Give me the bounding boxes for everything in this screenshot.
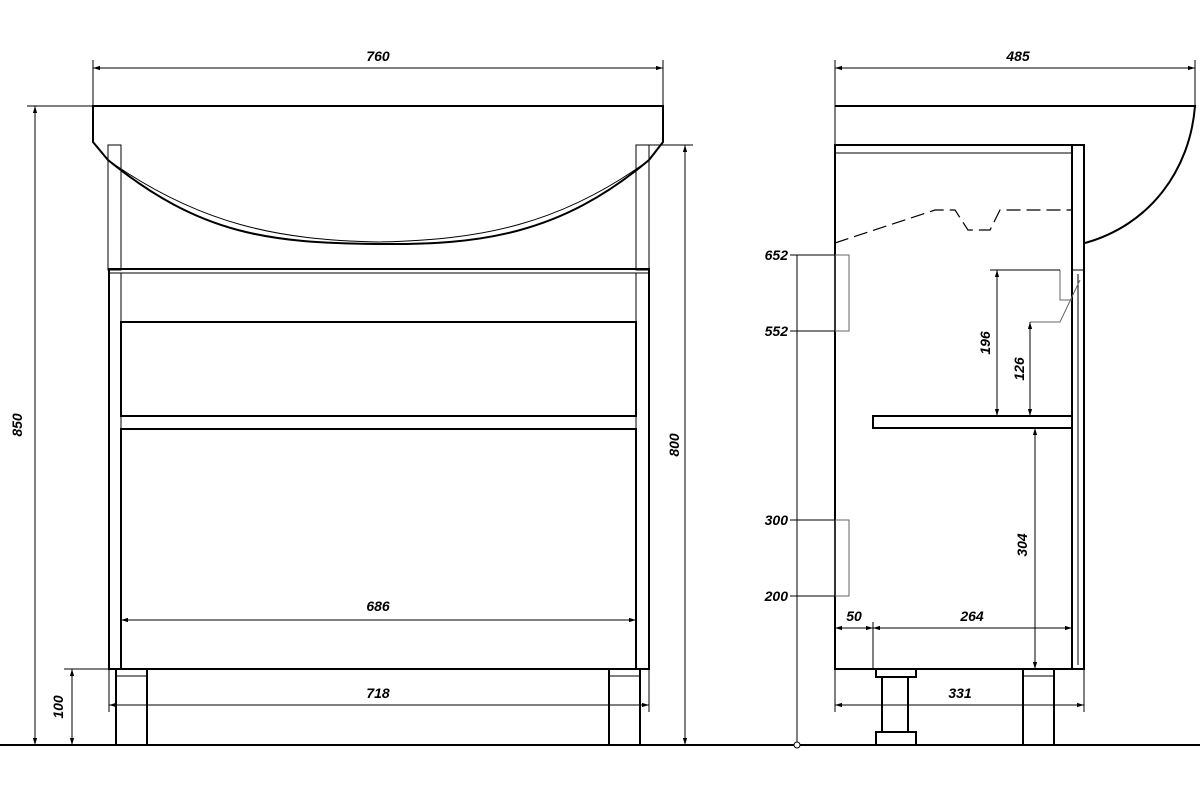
side-leg-right: [1022, 668, 1055, 746]
dim-drawer-depth: 331: [948, 685, 972, 701]
dim-inner-width: 686: [366, 598, 390, 614]
side-cabinet: [834, 144, 1073, 670]
front-view: 760 850 100 800 686 718: [9, 48, 693, 746]
mark-652: 652: [765, 247, 789, 263]
dim-base-width: 718: [366, 685, 390, 701]
side-door: [1071, 144, 1085, 670]
side-basin: [835, 105, 1197, 244]
front-drawer-bottom: [120, 428, 637, 670]
front-drawer-top: [120, 321, 637, 417]
front-basin: [92, 105, 664, 246]
dim-cabinet-height: 800: [666, 433, 682, 457]
front-leg-left: [115, 668, 148, 746]
dim-overall-height: 850: [9, 413, 25, 437]
dim-leg-offset: 50: [846, 608, 862, 624]
dim-overall-width: 760: [366, 48, 390, 64]
dim-shelf-depth: 264: [959, 608, 984, 624]
side-view: 485 652 552 300 200 196 126 304 50 264 3…: [764, 48, 1197, 749]
front-leg-right: [608, 668, 641, 746]
dim-leg-height: 100: [50, 695, 66, 719]
mark-300: 300: [765, 512, 789, 528]
dim-shelf-height: 304: [1014, 533, 1030, 557]
mark-200: 200: [764, 588, 789, 604]
dim-drain-lower: 126: [1011, 357, 1027, 381]
dim-drain-upper: 196: [977, 331, 993, 355]
mark-552: 552: [765, 323, 789, 339]
dim-overall-depth: 485: [1005, 48, 1030, 64]
side-shelf: [872, 415, 1073, 429]
